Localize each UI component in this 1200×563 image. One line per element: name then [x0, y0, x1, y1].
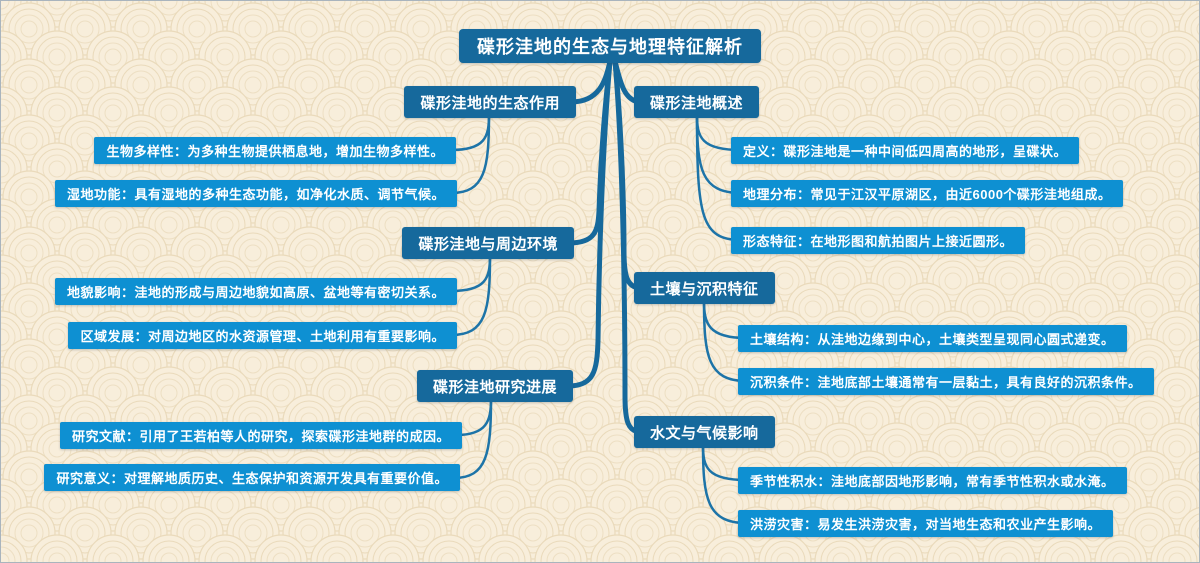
- branch-node-soil-sediment[interactable]: 土壤与沉积特征: [634, 272, 775, 304]
- branch-node-research-progress[interactable]: 碟形洼地研究进展: [416, 370, 573, 402]
- leaf-node-morphological-features[interactable]: 形态特征：在地形图和航拍图片上接近圆形。: [731, 227, 1026, 254]
- leaf-connectors: [449, 113, 748, 525]
- leaf-node-flood-disaster[interactable]: 洪涝灾害：易发生洪涝灾害，对当地生态和农业产生影响。: [738, 510, 1114, 537]
- leaf-node-seasonal-water[interactable]: 季节性积水：洼地底部因地形影响，常有季节性积水或水淹。: [738, 467, 1127, 494]
- leaf-node-biodiversity[interactable]: 生物多样性：为多种生物提供栖息地，增加生物多样性。: [94, 137, 456, 164]
- leaf-node-research-significance[interactable]: 研究意义：对理解地质历史、生态保护和资源开发具有重要价值。: [44, 464, 460, 491]
- branch-node-hydrology-climate[interactable]: 水文与气候影响: [634, 416, 775, 448]
- leaf-node-regional-development[interactable]: 区域发展：对周边地区的水资源管理、土地利用有重要影响。: [68, 322, 457, 349]
- leaf-node-wetland-function[interactable]: 湿地功能：具有湿地的多种生态功能，如净化水质、调节气候。: [54, 180, 457, 207]
- leaf-node-soil-structure[interactable]: 土壤结构：从洼地边缘到中心，土壤类型呈现同心圆式递变。: [738, 325, 1127, 352]
- branch-node-ecological-role[interactable]: 碟形洼地的生态作用: [404, 86, 576, 118]
- leaf-node-sediment-conditions[interactable]: 沉积条件：洼地底部土壤通常有一层黏土，具有良好的沉积条件。: [738, 368, 1154, 395]
- root-node-title[interactable]: 碟形洼地的生态与地理特征解析: [459, 29, 761, 63]
- branch-node-overview[interactable]: 碟形洼地概述: [634, 86, 760, 118]
- leaf-node-landform-influence[interactable]: 地貌影响：洼地的形成与周边地貌如高原、盆地等有密切关系。: [54, 278, 457, 305]
- leaf-node-definition[interactable]: 定义：碟形洼地是一种中间低四周高的地形，呈碟状。: [731, 137, 1080, 164]
- branch-node-surrounding-environment[interactable]: 碟形洼地与周边环境: [402, 227, 574, 259]
- leaf-node-geographic-distribution[interactable]: 地理分布：常见于江汉平原湖区，由近6000个碟形洼地组成。: [731, 180, 1124, 207]
- leaf-node-research-literature[interactable]: 研究文献：引用了王若柏等人的研究，探索碟形洼地群的成因。: [59, 422, 462, 449]
- trunk-connectors: [565, 58, 644, 435]
